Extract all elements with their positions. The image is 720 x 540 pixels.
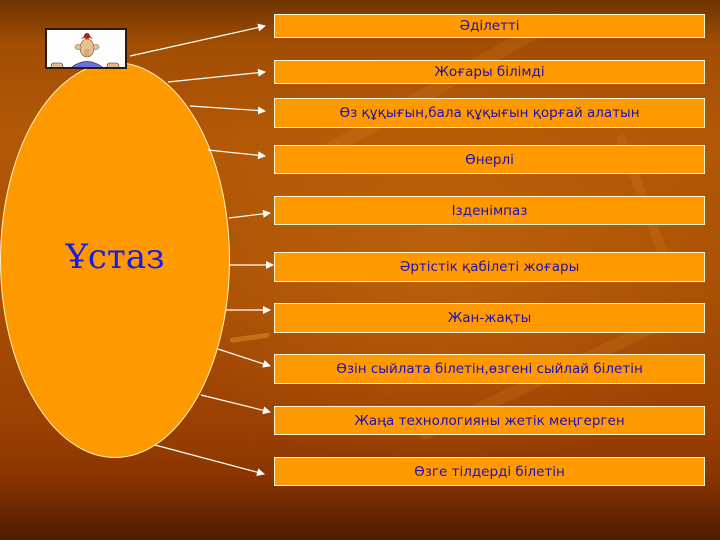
trait-label: Әділетті — [459, 18, 520, 34]
trait-label: Өзге тілдерді білетін — [414, 463, 565, 480]
trait-label: Өнерлі — [465, 151, 514, 168]
trait-box-inquisitive: Ізденімпаз — [274, 196, 705, 225]
cartoon-teacher-holding-sign-icon — [45, 28, 127, 69]
trait-box-versatile: Жан-жақты — [274, 303, 705, 333]
trait-label: Жоғары білімді — [434, 64, 545, 80]
trait-box-highly-educated: Жоғары білімді — [274, 60, 705, 84]
trait-label: Өз құқығын,бала құқығын қорғай алатын — [339, 105, 640, 121]
trait-box-artistic: Әртістік қабілеті жоғары — [274, 252, 705, 282]
center-ellipse — [0, 62, 230, 458]
center-label: Ұстаз — [65, 237, 165, 277]
trait-box-protects-rights: Өз құқығын,бала құқығын қорғай алатын — [274, 98, 705, 128]
trait-label: Әртістік қабілеті жоғары — [399, 259, 580, 275]
trait-box-just: Әділетті — [274, 14, 705, 38]
trait-label: Ізденімпаз — [451, 202, 528, 219]
trait-box-languages: Өзге тілдерді білетін — [274, 457, 705, 486]
trait-label: Жаңа технологияны жетік меңгерген — [354, 412, 625, 429]
trait-box-respectful: Өзін сыйлата білетін,өзгені сыйлай білет… — [274, 354, 705, 384]
trait-box-technology: Жаңа технологияны жетік меңгерген — [274, 406, 705, 435]
trait-box-talented: Өнерлі — [274, 145, 705, 174]
trait-label: Жан-жақты — [447, 310, 532, 326]
trait-label: Өзін сыйлата білетін,өзгені сыйлай білет… — [336, 361, 643, 377]
